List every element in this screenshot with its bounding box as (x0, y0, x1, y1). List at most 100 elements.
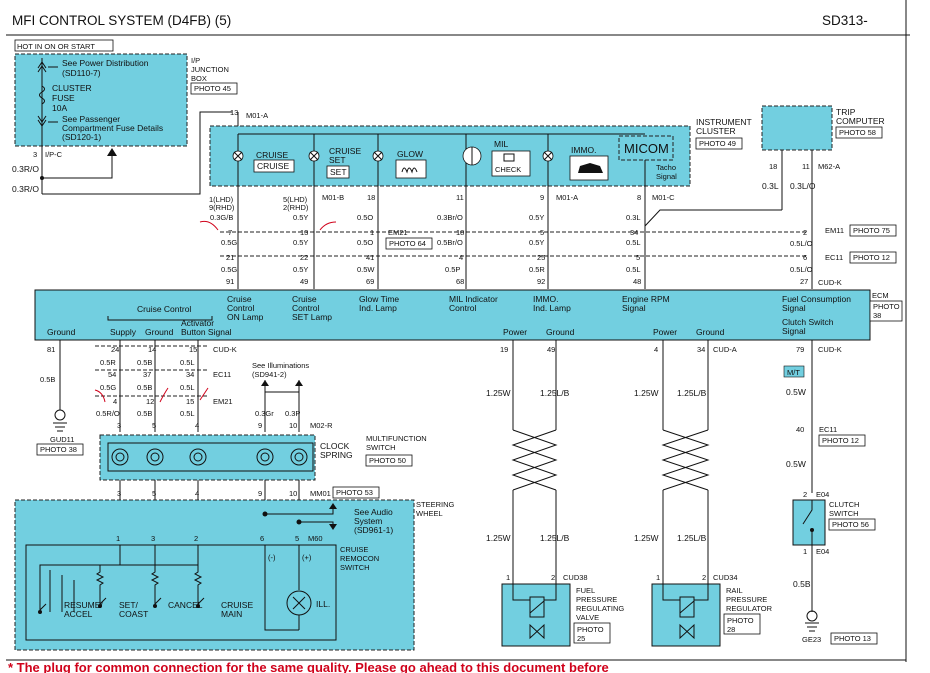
page-code: SD313- (822, 13, 868, 28)
resistor-icon-3 (193, 565, 203, 592)
engine-icon (503, 153, 515, 162)
red-mark-4 (159, 387, 169, 403)
steering-see-audio-ref: (SD961-1) (354, 525, 393, 535)
ecm-top-labels-immo-2: Ind. Lamp (533, 303, 571, 313)
valves-rp-conn: CUD34 (713, 573, 738, 582)
upper-wires-c1-pins: 1(LHD) (209, 195, 234, 204)
cluster-top-conn: M01-A (246, 111, 268, 120)
lower-left-w1a: 0.5R (100, 358, 116, 367)
trip-computer-outline (761, 105, 833, 151)
cruise-lamp-box: CRUISE (257, 161, 289, 171)
ecm-top-labels-cruise-on-2: Control (227, 303, 255, 313)
clutch-w3: 0.5B (793, 579, 811, 589)
illum-arrow-icon-2 (295, 380, 303, 386)
trip-photo-box (835, 126, 883, 139)
upper-wires-c3-w: 0.5O (357, 213, 373, 222)
upper-wires-c4-w3: 0.5P (445, 265, 460, 274)
valves-rp-name-3: REGULATOR (726, 604, 773, 613)
ecm-top-labels-immo-1: IMMO. (533, 294, 559, 304)
clutch-ec11-photo: PHOTO 12 (822, 436, 859, 445)
upper-wires-c4-p4: 68 (456, 277, 464, 286)
upper-wires-c5-w2: 0.5Y (529, 238, 544, 247)
solenoid-icon-2 (679, 596, 695, 618)
ecm-bottom-labels-ground4: Ground (696, 327, 725, 337)
multifunction-switch: CLOCK SPRING MULTIFUNCTION SWITCH PHOTO … (99, 434, 427, 481)
valves-fp-photo-1: PHOTO (577, 625, 604, 634)
lower-left-w3a: 0.5L (180, 358, 195, 367)
upper-wires-c2-pins-2: 2(RHD) (283, 203, 309, 212)
steering-remocon-2: REMOCON (340, 554, 379, 563)
ecm-box (35, 290, 870, 340)
clutch-p1: 1 (803, 547, 807, 556)
ip-wire-2: 0.3R/O (12, 184, 39, 194)
upper-wires-c4-w: 0.3Br/O (437, 213, 463, 222)
ecm-photo: PHOTO (873, 302, 900, 311)
branch-arrow-icon (107, 148, 117, 156)
ip-junction-box-outline (14, 53, 188, 147)
valves-w-d2: 1.25L/B (677, 533, 707, 543)
rail-pressure-regulator-box (652, 584, 720, 646)
em11-label: EM11 (825, 226, 844, 235)
power-feed: HOT IN ON OR START See Power Distributio… (12, 39, 238, 195)
ecm-top-labels-cruise-on-3: ON Lamp (227, 312, 264, 322)
glow-plug-icon (401, 167, 418, 174)
upper-wires-c7-p4: 27 (800, 277, 808, 286)
trip-photo: PHOTO 58 (839, 128, 876, 137)
valves-fp-pin1: 1 (506, 573, 510, 582)
valves-w-b2: 1.25L/B (540, 533, 570, 543)
fuse-word: FUSE (52, 93, 75, 103)
upper-wires-c4-p2: 18 (456, 228, 464, 237)
instrument-cluster: 13 M01-A INSTRUMENT CLUSTER PHOTO 49 CRU… (209, 108, 752, 187)
splice-dot (40, 176, 44, 180)
upper-wires-c1-w3: 0.5G (221, 265, 237, 274)
steering-cancel: CANCEL (168, 600, 203, 610)
valves-fp-name-1: FUEL (576, 586, 595, 595)
lower-left-w4: 0.3Gr (255, 409, 274, 418)
upper-wires-c4-p1: 11 (456, 193, 464, 202)
valves-fp-name-2: PRESSURE (576, 595, 617, 604)
upper-wires-c2-p4: 49 (300, 277, 308, 286)
lower-left-w5: 0.3P (285, 409, 300, 418)
ecm-bottom-labels-power1: Power (503, 327, 527, 337)
trip-wire-a: 0.3L (762, 181, 779, 191)
clutch-p2: 2 (803, 490, 807, 499)
ip-box-name-2: JUNCTION (191, 65, 229, 74)
steering-resume-1: RESUME/ (64, 600, 103, 610)
clutch-switch-contact-icon (802, 500, 813, 545)
ip-pin: 3 (33, 150, 37, 159)
upper-wires-c1-p3: 21 (226, 253, 234, 262)
ecm-top-labels-rpm-2: Signal (622, 303, 646, 313)
car-icon (578, 163, 603, 173)
upper-wires-c7-p3: 6 (803, 253, 807, 262)
cruise-set-word-2: SET (329, 155, 346, 165)
clutch-photo: PHOTO 56 (832, 520, 869, 529)
steering-see-audio-1: See Audio (354, 507, 393, 517)
ecm-bottom-labels-activator-1: Activator (181, 318, 214, 328)
clutch-switch: 79 CUD-K M/T 0.5W 40 EC11 PHOTO 12 0.5W … (783, 340, 878, 645)
twisted-pair-2b (661, 429, 710, 491)
clutch-ec11: EC11 (819, 425, 837, 434)
mt-badge (783, 365, 805, 378)
valves-fp-photo-2: 25 (577, 634, 585, 643)
lower-left-see-illum: See Illuminations (252, 361, 309, 370)
upper-wires-c1-w: 0.3G/B (210, 213, 233, 222)
em21-photo: PHOTO 64 (389, 239, 426, 248)
lower-left-p10: 10 (289, 421, 297, 430)
valves-fp-name-3: REGULATING (576, 604, 624, 613)
ground-symbol-icon (53, 422, 67, 432)
pressure-regulators: 19 49 4 34 CUD-A 1.25W 1.25L/B 1.25W 1.2… (486, 340, 773, 647)
steering-p4: 4 (195, 489, 199, 498)
valves-rp-name-1: RAIL (726, 586, 743, 595)
valves-p19: 19 (500, 345, 508, 354)
steering-p3: 3 (117, 489, 121, 498)
cruise-set-word-1: CRUISE (329, 146, 361, 156)
gud11-photo: PHOTO 38 (40, 445, 77, 454)
steering-pin3: 3 (151, 534, 155, 543)
see-passenger-label-2: Compartment Fuse Details (62, 123, 163, 133)
upper-wires-c2-p2: 13 (300, 228, 308, 237)
trip-name-1: TRIP (836, 107, 856, 117)
steering-plus: (+) (302, 553, 312, 562)
ip-box-photo: PHOTO 45 (194, 84, 231, 93)
cluster-conn-a: M01-A (556, 193, 578, 202)
valves-w-c2: 1.25W (634, 533, 659, 543)
